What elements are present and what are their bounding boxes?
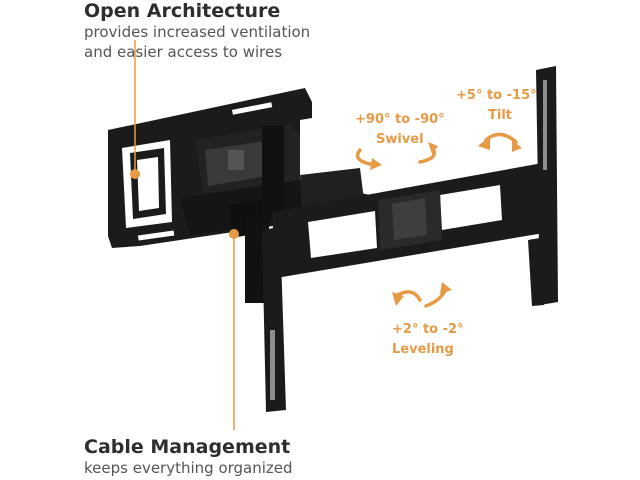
tilt-label: Tilt xyxy=(488,108,512,123)
callout-markers xyxy=(130,40,239,430)
swivel-label: Swivel xyxy=(376,132,424,147)
leveling-arrows-icon xyxy=(392,282,452,308)
cable-management-title: Cable Management xyxy=(84,436,291,458)
tilt-range: +5° to -15° xyxy=(456,88,537,103)
open-architecture-desc-line1: provides increased ventilation xyxy=(84,23,311,41)
leveling-range: +2° to -2° xyxy=(392,322,464,337)
leveling-label: Leveling xyxy=(392,342,454,357)
cable-management-desc: keeps everything organized xyxy=(84,459,293,477)
swivel-arrows-icon xyxy=(355,142,438,170)
open-architecture-title: Open Architecture xyxy=(84,0,281,22)
tilt-arrows-icon xyxy=(478,132,522,152)
swivel-range: +90° to -90° xyxy=(355,112,445,127)
tv-bracket xyxy=(262,66,558,412)
open-architecture-desc-line2: and easier access to wires xyxy=(84,43,283,61)
